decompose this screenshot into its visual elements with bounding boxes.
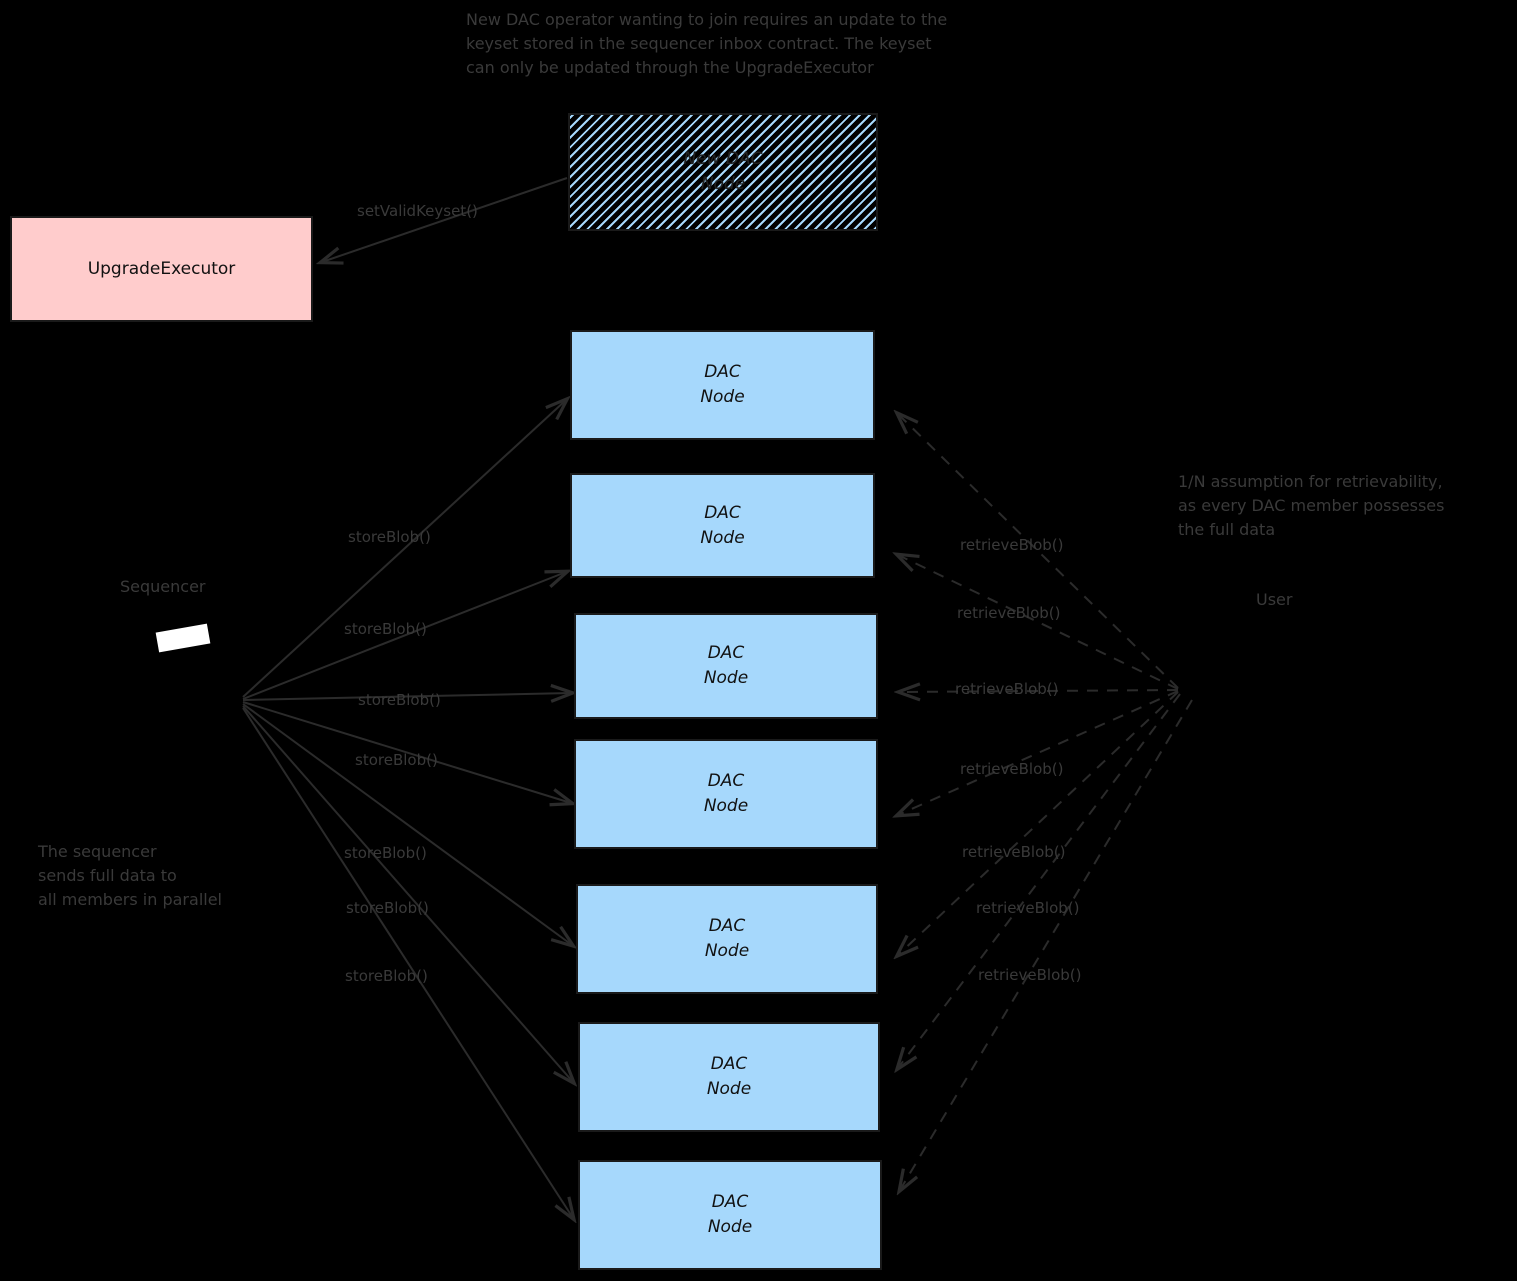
edge-label-store-blob-7: storeBlob() [345,967,428,985]
dac-node-4[interactable]: DAC Node [574,739,878,849]
dac-node-4-line2: Node [703,796,749,816]
dac-node-5-line2: Node [704,941,750,961]
edge-retrieve-blob-2 [898,555,1179,690]
edge-label-store-blob-4: storeBlob() [355,751,438,769]
new-dac-node-line2: Node [700,174,746,194]
edge-label-retrieve-blob-1: retrieveBlob() [960,536,1064,554]
edge-label-store-blob-3: storeBlob() [358,691,441,709]
edge-label-retrieve-blob-2: retrieveBlob() [957,604,1061,622]
new-dac-node-box[interactable]: New DAC Node [568,113,878,231]
new-dac-node-line1: New DAC [683,149,763,170]
dac-node-6-line2: Node [706,1079,752,1099]
dac-node-2-line1: DAC [704,502,741,523]
dac-node-6[interactable]: DAC Node [578,1022,880,1132]
dac-node-7-line2: Node [707,1217,753,1237]
edge-label-retrieve-blob-6: retrieveBlob() [976,899,1080,917]
dac-node-3[interactable]: DAC Node [574,613,878,719]
edge-retrieve-blob-3 [900,690,1179,692]
edge-label-set-valid-keyset: setValidKeyset() [357,202,478,220]
edge-label-store-blob-6: storeBlob() [346,899,429,917]
dac-node-2-line2: Node [700,527,745,548]
dac-node-5-line1: DAC [708,916,746,937]
edge-retrieve-blob-5 [898,691,1179,955]
edge-set-valid-keyset [322,177,568,262]
edge-retrieve-blob-6 [898,693,1181,1068]
edge-store-blob-2 [242,572,566,700]
edge-store-blob-7 [242,707,573,1218]
note-left-sequencer: The sequencer sends full data to all mem… [38,842,222,909]
upgrade-executor-label: UpgradeExecutor [87,259,236,279]
dac-node-3-line1: DAC [707,643,745,664]
dac-node-2[interactable]: DAC Node [570,473,875,578]
edge-label-store-blob-1: storeBlob() [348,528,431,546]
edge-retrieve-blob-4 [898,690,1179,815]
dac-node-7-line1: DAC [711,1192,749,1213]
dac-node-1[interactable]: DAC Node [570,330,875,440]
edge-store-blob-5 [242,703,572,945]
dac-node-6-line1: DAC [710,1054,748,1075]
dac-node-1-line1: DAC [704,362,741,383]
edge-label-retrieve-blob-3: retrieveBlob() [955,680,1059,698]
edge-store-blob-3 [242,693,571,700]
edge-label-retrieve-blob-5: retrieveBlob() [962,843,1066,861]
edge-label-retrieve-blob-4: retrieveBlob() [960,760,1064,778]
edge-label-retrieve-blob-7: retrieveBlob() [978,966,1082,984]
dac-node-3-line2: Node [703,668,749,688]
edge-label-store-blob-5: storeBlob() [344,844,427,862]
dac-node-7[interactable]: DAC Node [578,1160,882,1270]
edge-store-blob-1 [242,400,566,698]
edge-label-store-blob-2: storeBlob() [344,620,427,638]
edge-store-blob-6 [242,705,573,1082]
dac-node-1-line2: Node [700,387,745,407]
edge-retrieve-blob-7 [900,699,1193,1190]
upgrade-executor-box[interactable]: UpgradeExecutor [10,216,313,322]
edge-store-blob-4 [242,701,571,803]
note-right-retrievability: 1/N assumption for retrievability, as ev… [1178,472,1445,539]
dac-node-5[interactable]: DAC Node [576,884,878,994]
user-label: User [1256,590,1293,609]
dac-node-4-line1: DAC [707,771,745,792]
note-top-keyset: New DAC operator wanting to join require… [466,10,948,77]
edge-retrieve-blob-1 [898,414,1179,689]
sequencer-label: Sequencer [120,577,206,596]
